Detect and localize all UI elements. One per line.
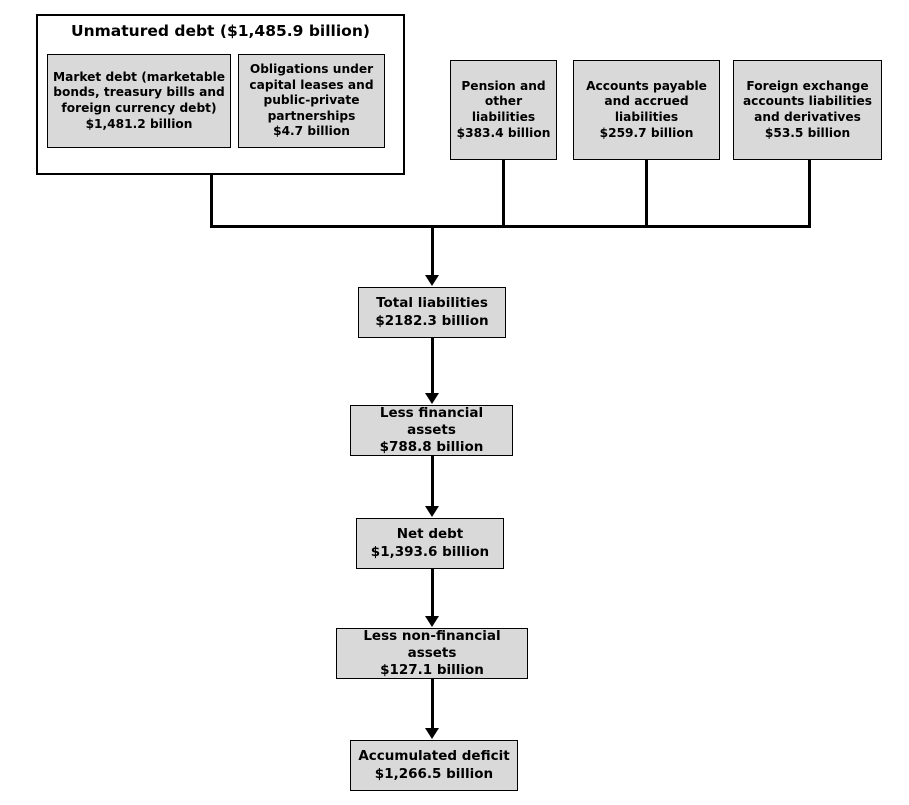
obligations-label-line2: capital leases and	[249, 77, 374, 92]
foreign-exchange-value: $53.5 billion	[764, 125, 851, 140]
accounts-payable-label-line1: Accounts payable	[586, 78, 707, 93]
market-debt-value: $1,481.2 billion	[85, 116, 193, 131]
node-obligations: Obligations under capital leases and pub…	[238, 54, 385, 148]
arrowhead-less-financial-to-net-debt	[425, 506, 439, 517]
less-non-financial-value: $127.1 billion	[380, 662, 484, 679]
total-liabilities-label: Total liabilities	[376, 295, 488, 312]
accumulated-deficit-value: $1,266.5 billion	[374, 765, 494, 782]
market-debt-label-line3: foreign currency debt)	[61, 101, 217, 115]
obligations-label-line1: Obligations under	[249, 61, 374, 76]
pension-label-line3: liabilities	[471, 110, 536, 124]
connector-unmatured-to-bus	[210, 175, 213, 227]
unmatured-debt-group-title: Unmatured debt ($1,485.9 billion)	[71, 22, 370, 40]
market-debt-label-line2: bonds, treasury bills and	[53, 85, 225, 100]
accumulated-deficit-label: Accumulated deficit	[358, 748, 510, 765]
node-foreign-exchange: Foreign exchange accounts liabilities an…	[733, 60, 882, 160]
obligations-value: $4.7 billion	[273, 124, 350, 139]
obligations-label-line3: public-private	[263, 93, 360, 108]
connector-foreign-exchange-to-bus	[808, 160, 811, 227]
node-market-debt: Market debt (marketable bonds, treasury …	[47, 54, 231, 148]
accounts-payable-value: $259.7 billion	[599, 125, 694, 140]
node-net-debt: Net debt $1,393.6 billion	[356, 518, 504, 569]
foreign-exchange-label-line2: accounts liabilities	[742, 94, 873, 109]
connector-less-non-financial-to-accumulated-deficit	[431, 679, 434, 729]
node-accumulated-deficit: Accumulated deficit $1,266.5 billion	[350, 740, 518, 791]
arrowhead-less-non-financial-to-accumulated-deficit	[425, 728, 439, 739]
arrowhead-net-debt-to-less-non-financial	[425, 616, 439, 627]
pension-label-line1: Pension and	[461, 78, 546, 93]
net-debt-value: $1,393.6 billion	[370, 543, 490, 560]
connector-net-debt-to-less-non-financial	[431, 569, 434, 617]
less-financial-label: Less financial assets	[379, 404, 484, 438]
connector-accounts-payable-to-bus	[645, 160, 648, 227]
total-liabilities-value: $2182.3 billion	[375, 312, 489, 329]
node-less-non-financial-assets: Less non-financial assets $127.1 billion	[336, 628, 528, 679]
obligations-label-line4: partnerships	[267, 108, 356, 123]
connector-less-financial-to-net-debt	[431, 456, 434, 507]
connector-pension-to-bus	[502, 160, 505, 227]
net-debt-label: Net debt	[396, 526, 464, 543]
less-financial-value: $788.8 billion	[379, 439, 484, 456]
connector-bus-to-total-liabilities	[431, 227, 434, 277]
pension-label-line2: other	[484, 94, 523, 109]
foreign-exchange-label-line1: Foreign exchange	[746, 78, 869, 93]
node-pension-and-other-liabilities: Pension and other liabilities $383.4 bil…	[450, 60, 557, 160]
less-non-financial-label: Less non-financial assets	[363, 627, 501, 661]
node-accounts-payable: Accounts payable and accrued liabilities…	[573, 60, 720, 160]
market-debt-label-line1: Market debt (marketable	[52, 69, 226, 84]
arrowhead-bus-to-total-liabilities	[425, 275, 439, 286]
connector-total-liabilities-to-less-financial	[431, 338, 434, 394]
accounts-payable-label-line2: and accrued	[604, 94, 689, 109]
accounts-payable-label-line3: liabilities	[614, 110, 679, 124]
pension-value: $383.4 billion	[456, 125, 551, 140]
node-less-financial-assets: Less financial assets $788.8 billion	[350, 405, 513, 456]
node-total-liabilities: Total liabilities $2182.3 billion	[358, 287, 506, 338]
connector-bus-line	[210, 225, 811, 228]
arrowhead-total-liabilities-to-less-financial	[425, 393, 439, 404]
foreign-exchange-label-line3: and derivatives	[754, 110, 861, 124]
